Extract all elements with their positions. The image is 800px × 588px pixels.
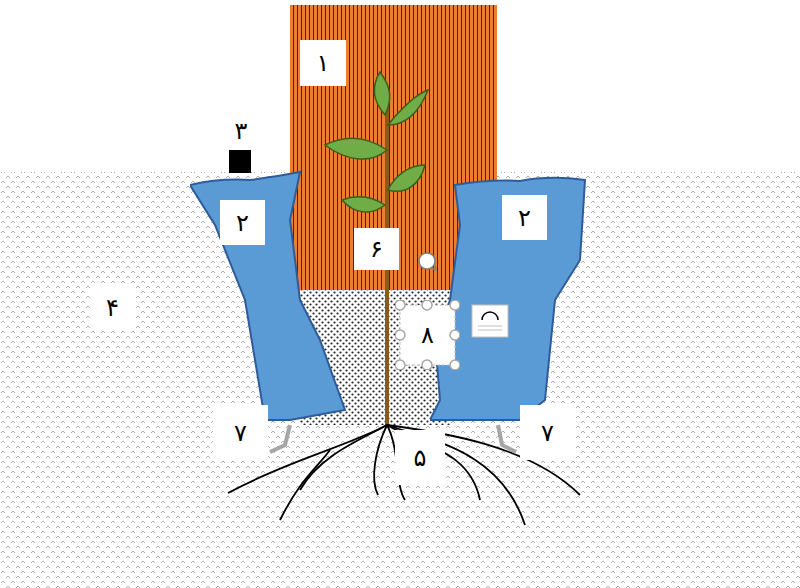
leg [270, 425, 290, 452]
leg [498, 425, 516, 452]
callout-number: ۵ [395, 430, 445, 485]
blue-wall: ۲ [190, 170, 350, 425]
note-icon [472, 305, 508, 337]
callout-number: ۴ [90, 285, 135, 330]
callout-number: ۲ [220, 200, 265, 245]
sensor-block [229, 150, 251, 173]
leaf [388, 165, 425, 191]
callout-number: ۳ [228, 116, 254, 146]
leaf [388, 90, 428, 125]
shape-outline [190, 170, 350, 425]
perforated-box: ۸ [395, 300, 460, 370]
callout-number: ۷ [213, 405, 268, 460]
plant-stem [385, 100, 389, 425]
leaf [342, 197, 385, 212]
callout-number: ۲ [502, 195, 547, 240]
leaf [375, 72, 390, 115]
callout-number: ۱ [300, 40, 346, 86]
leaf [325, 138, 387, 159]
rotation-icon [419, 253, 436, 270]
callout-number: ۸ [410, 317, 445, 353]
roots [228, 425, 580, 525]
